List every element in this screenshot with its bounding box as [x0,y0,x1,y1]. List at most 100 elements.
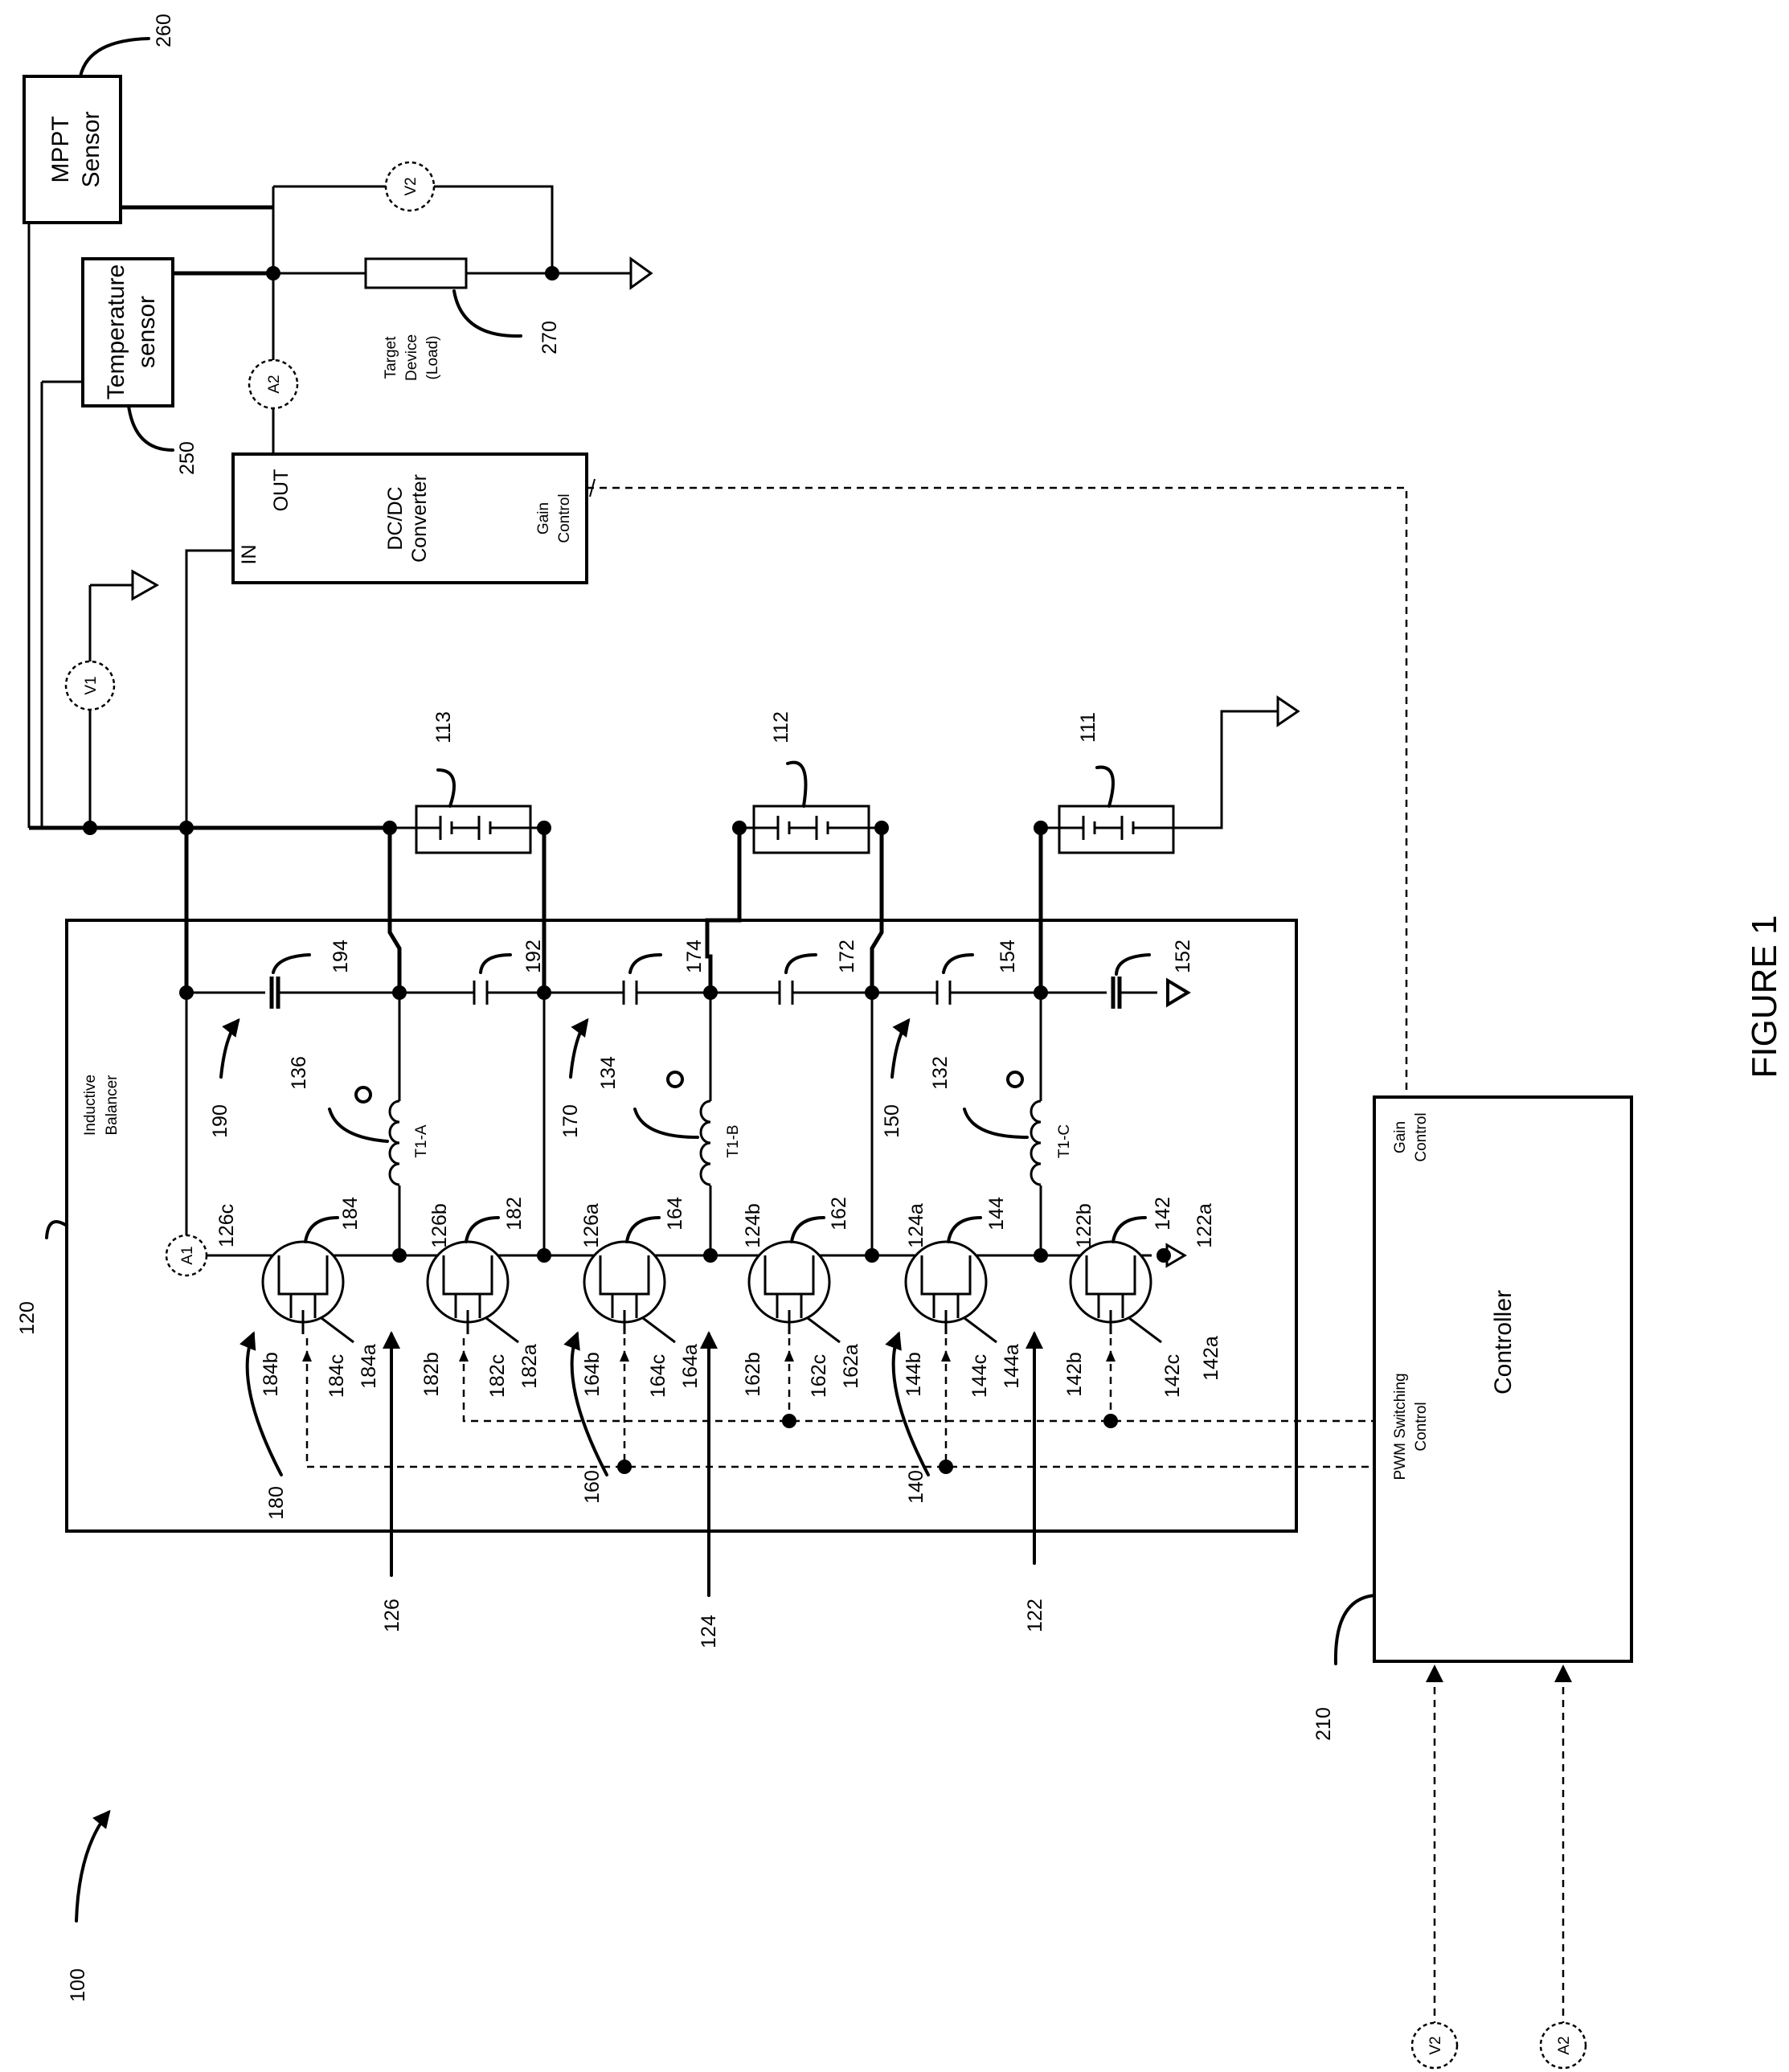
ref-164: 164 [664,1197,686,1231]
ref-182: 182 [503,1197,526,1231]
dcdc-out-label: OUT [270,469,293,512]
load-label-1: Target [383,336,399,379]
battery-112 [754,806,869,853]
dcdc-gain-label-1: Gain [535,502,552,534]
v1-label: V1 [83,676,100,694]
a1-meter: A1 [166,1235,207,1276]
v2-input-meter: V2 [1412,2023,1457,2068]
ctrl-pwm-label-2: Control [1413,1402,1430,1451]
ref-180: 180 [265,1486,288,1520]
balancer-label-1: Inductive [82,1075,99,1136]
ref-132: 132 [929,1056,952,1090]
transistor-182 [428,1242,518,1342]
ref-136: 136 [288,1056,310,1090]
ref-172: 172 [836,940,858,973]
load-label-3: (Load) [424,336,441,380]
ref-162c: 162c [808,1354,830,1398]
t1-c-label: T1-C [1056,1124,1073,1158]
inductor-t1-b: T1-B [668,1072,742,1185]
ref-184c: 184c [325,1354,348,1398]
battery-ref-113: 113 [432,711,455,743]
ctrl-gain-label-1: Gain [1392,1121,1409,1153]
v1-meter: V1 [66,661,114,710]
dcdc-converter: OUT IN DC/DC Converter Gain Control [233,454,587,583]
ref-144a: 144a [1001,1344,1023,1389]
ref-194: 194 [330,940,352,973]
dcdc-label-2: Converter [408,474,431,563]
battery-113 [416,806,530,853]
ref-184: 184 [339,1197,362,1231]
battery-ref-112: 112 [770,711,792,743]
ref-184b: 184b [260,1352,282,1397]
ref-160: 160 [581,1470,604,1504]
ref-140: 140 [905,1470,927,1504]
ref-142c: 142c [1161,1354,1184,1398]
balancer-label-2: Balancer [104,1075,121,1136]
ref-144c: 144c [968,1354,991,1398]
ref-174: 174 [683,940,706,973]
inductor-t1-a: T1-A [356,1087,430,1185]
ref-162a: 162a [840,1344,862,1389]
ref-124: 124 [698,1615,720,1648]
v2-meter: V2 [386,162,434,211]
battery-111 [1059,806,1173,853]
transistor-184 [263,1242,354,1342]
temperature-sensor: Temperature sensor [83,259,173,406]
ref-182a: 182a [518,1344,541,1389]
ref-184a: 184a [358,1344,380,1389]
mppt-label-1: MPPT [47,116,74,182]
ref-100: 100 [67,1968,89,2002]
a2-meter: A2 [249,360,297,408]
ref-144b: 144b [903,1352,925,1397]
ref-164b: 164b [581,1352,604,1397]
a2-input-label: A2 [1556,2036,1573,2054]
ref-190: 190 [209,1104,231,1138]
a2-input-meter: A2 [1541,2023,1586,2068]
ref-124b: 124b [742,1203,764,1248]
transistor-162 [749,1242,840,1342]
figure-title: FIGURE 1 [1745,915,1784,1079]
ref-126c: 126c [215,1204,238,1247]
ref-154: 154 [997,940,1019,973]
controller-label: Controller [1490,1290,1517,1394]
ref-120: 120 [16,1301,39,1335]
mppt-sensor: MPPT Sensor [24,76,121,223]
a1-label: A1 [179,1246,196,1264]
ref-270: 270 [538,321,561,354]
ctrl-gain-label-2: Control [1413,1112,1430,1161]
ref-142: 142 [1152,1197,1174,1231]
load-label-2: Device [403,334,420,381]
ref-170: 170 [559,1104,582,1138]
ref-150: 150 [881,1104,903,1138]
ref-182b: 182b [420,1352,443,1397]
ref-182c: 182c [486,1354,509,1398]
ref-122a: 122a [1193,1203,1216,1248]
temp-label-1: Temperature [103,264,129,399]
ref-122b: 122b [1073,1203,1095,1248]
ref-126a: 126a [580,1203,603,1248]
dcdc-gain-label-2: Control [556,493,573,543]
ref-250: 250 [176,441,199,475]
v2-input-label: V2 [1427,2036,1444,2054]
t1-b-label: T1-B [725,1124,742,1157]
ref-152: 152 [1172,940,1194,973]
ref-126: 126 [381,1599,403,1632]
a2-label: A2 [266,375,283,393]
ref-164a: 164a [679,1344,702,1389]
ref-142a: 142a [1200,1336,1222,1381]
transistor-164 [584,1242,675,1342]
v2-label: V2 [403,177,420,195]
ref-192: 192 [522,940,545,973]
ref-162b: 162b [742,1352,764,1397]
ref-124a: 124a [905,1203,927,1248]
ref-126b: 126b [428,1203,451,1248]
mppt-label-2: Sensor [78,111,104,187]
load-resistor [366,259,466,288]
ref-122: 122 [1024,1599,1046,1632]
ref-260: 260 [153,14,175,47]
controller: Controller Gain Control PWM Switching Co… [1374,1097,1631,1661]
ref-144: 144 [985,1197,1008,1231]
transistor-144 [906,1242,997,1342]
ref-164c: 164c [647,1354,669,1398]
